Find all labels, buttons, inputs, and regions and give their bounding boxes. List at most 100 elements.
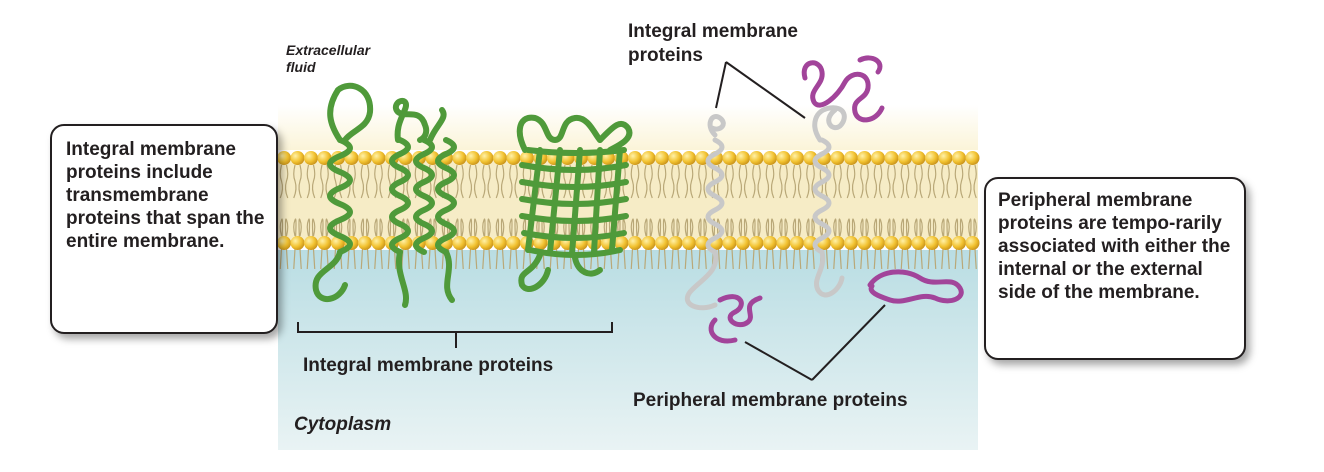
lipid-tail	[946, 164, 950, 199]
lipid-head	[668, 236, 683, 250]
lipid-tail	[676, 164, 680, 199]
peripheral-proteins-callout: Peripheral membrane proteins are tempo-r…	[984, 177, 1246, 360]
lipid-tail	[635, 164, 640, 199]
lipid-head	[857, 236, 872, 250]
lipid-head	[965, 151, 980, 165]
lipid-tail	[784, 164, 788, 199]
lipid-tail	[374, 164, 378, 199]
lipid-head	[493, 151, 507, 165]
lipid-tail	[703, 164, 707, 199]
lipid-tail	[770, 164, 775, 199]
lipid-tail	[779, 164, 783, 199]
lipid-head	[749, 236, 764, 250]
lipid-head	[520, 151, 534, 165]
lipid-tail	[500, 164, 505, 199]
lipid-tail	[851, 164, 856, 199]
lipid-tail	[878, 164, 883, 199]
lipid-head	[641, 236, 656, 250]
lipid-head	[682, 236, 696, 250]
lipid-tail	[959, 164, 964, 199]
lipid-tail	[865, 164, 869, 199]
lipid-head	[952, 151, 966, 165]
lipid-head	[506, 236, 521, 250]
lipid-tail	[932, 164, 937, 199]
integral-proteins-callout: Integral membrane proteins include trans…	[50, 124, 278, 334]
lipid-head	[844, 236, 858, 250]
lipid-tail	[495, 164, 500, 199]
lipid-head	[871, 236, 885, 250]
lipid-tail	[725, 164, 729, 199]
lipid-tail	[752, 164, 756, 199]
lipid-head	[628, 151, 642, 165]
lipid-tail	[973, 164, 977, 199]
lipid-head	[736, 236, 750, 250]
leader-lines	[297, 61, 886, 381]
lipid-tail	[487, 164, 491, 199]
lipid-head	[844, 151, 858, 165]
lipid-tail	[509, 164, 513, 199]
lipid-head	[763, 236, 777, 250]
lipid-tail	[352, 164, 356, 199]
lipid-tail	[792, 164, 797, 199]
lipid-head	[830, 151, 845, 165]
lipid-tail	[954, 164, 959, 199]
lipid-tail	[320, 164, 324, 199]
lipid-head	[925, 151, 939, 165]
lipid-tail	[365, 164, 370, 199]
lipid-head	[668, 151, 683, 165]
lipid-head	[884, 151, 899, 165]
lipid-tail	[644, 164, 648, 199]
cytoplasm-label: Cytoplasm	[294, 414, 392, 435]
lipid-head	[911, 151, 926, 165]
lipid-tail	[473, 164, 478, 199]
peripheral-protein-lower-left	[708, 294, 763, 344]
lipid-head	[317, 236, 332, 250]
lipid-head	[371, 151, 386, 165]
lipid-head	[736, 151, 750, 165]
lipid-tail	[482, 164, 486, 199]
lipid-head	[857, 151, 872, 165]
lipid-head	[911, 236, 926, 250]
lipid-head	[290, 151, 305, 165]
lipid-head	[722, 236, 737, 250]
lipid-tail	[460, 164, 464, 199]
lipid-head	[641, 151, 656, 165]
lipid-head	[533, 236, 548, 250]
lipid-tail	[684, 164, 689, 199]
lipid-tail	[968, 164, 972, 199]
lipid-head	[776, 236, 791, 250]
lipid-tail	[649, 164, 653, 199]
lipid-tail	[797, 164, 802, 199]
lipid-tail	[433, 164, 437, 199]
lipid-tail	[738, 164, 743, 199]
integral-protein-gray-left	[685, 114, 726, 311]
lipid-head	[277, 236, 291, 250]
lipid-head	[506, 151, 521, 165]
lipid-tail	[873, 164, 878, 199]
lipid-head	[628, 236, 642, 250]
lipid-tail	[905, 164, 910, 199]
lipid-head	[938, 151, 953, 165]
lipid-head	[479, 151, 494, 165]
lipid-head	[452, 236, 467, 250]
lipid-tail	[900, 164, 905, 199]
lipid-head	[655, 151, 669, 165]
lipid-tail	[514, 164, 518, 199]
integral-proteins-callout-text: Integral membrane proteins include trans…	[66, 139, 265, 252]
lipid-tail	[360, 164, 365, 199]
lipid-tail	[892, 164, 896, 199]
lipid-tail	[387, 164, 392, 199]
lipid-head	[790, 151, 804, 165]
lipid-head	[898, 236, 912, 250]
lipid-tail	[379, 164, 383, 199]
integral-protein-single-helix	[312, 82, 374, 302]
lipid-tail	[279, 164, 284, 199]
lipid-tail	[743, 164, 748, 199]
extracellular-label: Extracellular fluid	[286, 42, 371, 75]
lipid-tail	[757, 164, 761, 199]
integral-protein-gray-right	[812, 105, 847, 298]
lipid-tail	[468, 164, 473, 199]
lipid-head	[763, 151, 777, 165]
